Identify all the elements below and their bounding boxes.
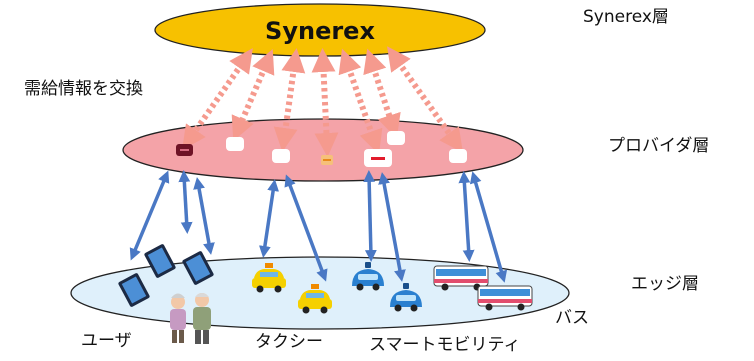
- connection-arrow: [258, 179, 280, 258]
- bus-icon: [477, 285, 533, 311]
- connection-arrow: [178, 170, 193, 234]
- tablet-icons: [118, 244, 214, 307]
- taxi-icon: [298, 284, 332, 314]
- provider-node: [387, 131, 405, 145]
- exchange-arrows: [182, 46, 463, 157]
- exchange-arrow: [363, 48, 401, 139]
- exchange-arrow: [231, 48, 275, 142]
- taxi-label: タクシー: [255, 332, 323, 352]
- smart-mobility-icons: [352, 262, 422, 312]
- provider-node: [449, 149, 467, 163]
- synerex-core-label: Synerex: [265, 17, 375, 45]
- tablet-icon: [182, 251, 214, 285]
- connection-arrows: [129, 170, 508, 283]
- provider-layer-label: プロバイダ層: [608, 136, 710, 156]
- synerex-layer-label: Synerex層: [583, 7, 669, 27]
- connection-arrow: [284, 174, 328, 282]
- exchange-label: 需給情報を交換: [24, 79, 143, 99]
- taxi-icon: [252, 263, 286, 293]
- exchange-arrow: [311, 48, 339, 157]
- provider-node: [272, 149, 290, 163]
- smart-mobility-label: スマートモビリティ: [369, 335, 521, 355]
- connection-arrow: [363, 170, 377, 262]
- connection-arrow: [129, 170, 170, 261]
- connection-arrow: [469, 171, 508, 283]
- bus-icon: [433, 265, 489, 291]
- tablet-icon: [144, 244, 176, 278]
- connection-arrow: [458, 171, 475, 262]
- provider-node: [226, 137, 244, 151]
- provider-nodes: [176, 131, 467, 167]
- connection-arrow: [193, 177, 215, 255]
- smart-mobility-icon: [390, 283, 422, 312]
- taxi-icons: [252, 263, 332, 314]
- bus-label: バス: [555, 308, 589, 328]
- edge-layer-label: エッジ層: [631, 274, 699, 294]
- tablet-icon: [118, 273, 150, 307]
- bus-icons: [433, 265, 533, 311]
- smart-mobility-icon: [352, 262, 384, 291]
- elderly-couple-icon: [170, 293, 211, 344]
- connection-arrow: [378, 172, 406, 282]
- user-label: ユーザ: [81, 331, 132, 351]
